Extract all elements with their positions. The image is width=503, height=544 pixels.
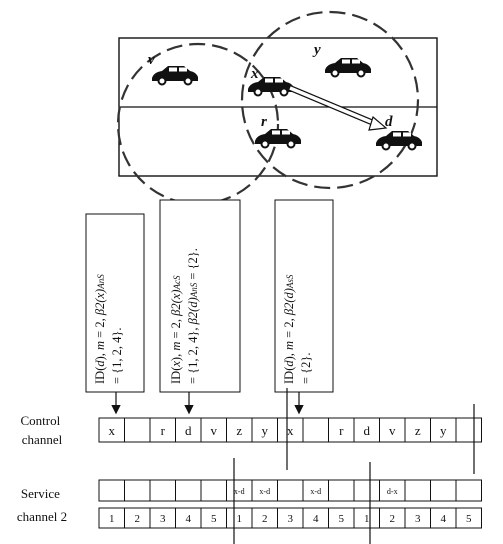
control-slot-label: d (185, 423, 192, 438)
car-v (152, 66, 198, 86)
control-slot (404, 417, 431, 443)
service-slot-number: 4 (313, 513, 319, 525)
service-channel-grid: 1 2 3 4 5 x-d 1 x-d 2 3 x-d 4 5 1 d-x 2 3 4 5 (98, 479, 482, 529)
control-slot-label: z (236, 423, 242, 438)
service-slot-number: 5 (466, 513, 472, 525)
control-slot (124, 417, 151, 443)
control-slot-label: y (440, 423, 447, 438)
service-tag-cell (200, 479, 227, 502)
service-slot-number: 2 (390, 513, 396, 525)
control-slot-label: y (262, 423, 269, 438)
service-slot-number: 4 (441, 513, 447, 525)
service-tag-label: d-x (387, 487, 398, 496)
service-tag-label: x-d (259, 487, 270, 496)
service-tag-cell (430, 479, 457, 502)
service-tag-label: x-d (234, 487, 245, 496)
service-tag-cell (149, 479, 176, 502)
transmission-arrow (288, 85, 388, 131)
service-slot-number: 5 (339, 513, 345, 525)
note2-text: ID(x), m = 2, β2(x)AcS = {1, 2, 4}, β2(d… (169, 248, 200, 384)
service-tag-cell (353, 479, 380, 502)
service-tag-cell (175, 479, 202, 502)
service-slot-number: 5 (211, 513, 217, 525)
control-slot-label: r (339, 423, 344, 438)
service-slot-number: 4 (186, 513, 192, 525)
control-slot (251, 417, 278, 443)
note2-box (159, 199, 241, 393)
vehicle-label-r: r (261, 114, 267, 130)
control-slot (149, 417, 176, 443)
control-slot (302, 417, 329, 443)
service-tag-cell (328, 479, 355, 502)
road (118, 37, 438, 177)
vehicle-label-v: v (148, 52, 155, 68)
note3-text: ID(d), m = 2, β2(d)AsS = {2}. (282, 271, 313, 384)
note3-box (274, 199, 334, 393)
service-slot-number: 3 (288, 513, 294, 525)
control-slot (430, 417, 457, 443)
control-slot-label: z (415, 423, 421, 438)
service-slot-number: 1 (109, 513, 115, 525)
note1-box (85, 213, 145, 393)
control-slot (226, 417, 253, 443)
control-slot (98, 417, 125, 443)
note1-text: ID(d), m = 2, β2(x)AnS = {1, 2, 4}. (93, 271, 124, 384)
control-slot-label: v (211, 423, 218, 438)
service-tag-cell (455, 479, 482, 502)
service-slot-number: 3 (160, 513, 166, 525)
service-tag-cell (124, 479, 151, 502)
control-slot-label: x (109, 423, 116, 438)
vehicle-label-d: d (385, 114, 393, 130)
service-slot-number: 3 (415, 513, 421, 525)
range-circle-d (240, 10, 420, 190)
service-tag-cell (98, 479, 125, 502)
service-slot-number: 1 (237, 513, 243, 525)
service-slot-number: 2 (262, 513, 268, 525)
control-slot-label: x (287, 423, 294, 438)
service-tag-cell (277, 479, 304, 502)
vehicle-label-x: x (250, 66, 259, 82)
service-slot-number: 1 (364, 513, 370, 525)
car-y (325, 58, 371, 78)
service-tag-label: x-d (310, 487, 321, 496)
car-r (255, 129, 301, 149)
control-slot (455, 417, 482, 443)
control-slot-label: v (389, 423, 396, 438)
car-d (376, 131, 422, 151)
control-channel-label: Control channel (21, 413, 64, 447)
service-channel-label: Service channel 2 (17, 486, 67, 524)
service-slot-number: 2 (135, 513, 141, 525)
service-tag-cell (404, 479, 431, 502)
control-slot-label: r (161, 423, 166, 438)
vehicle-label-y: y (312, 42, 321, 58)
control-slot-label: d (364, 423, 371, 438)
service-slot-cell (455, 507, 482, 529)
car-x (248, 77, 294, 97)
